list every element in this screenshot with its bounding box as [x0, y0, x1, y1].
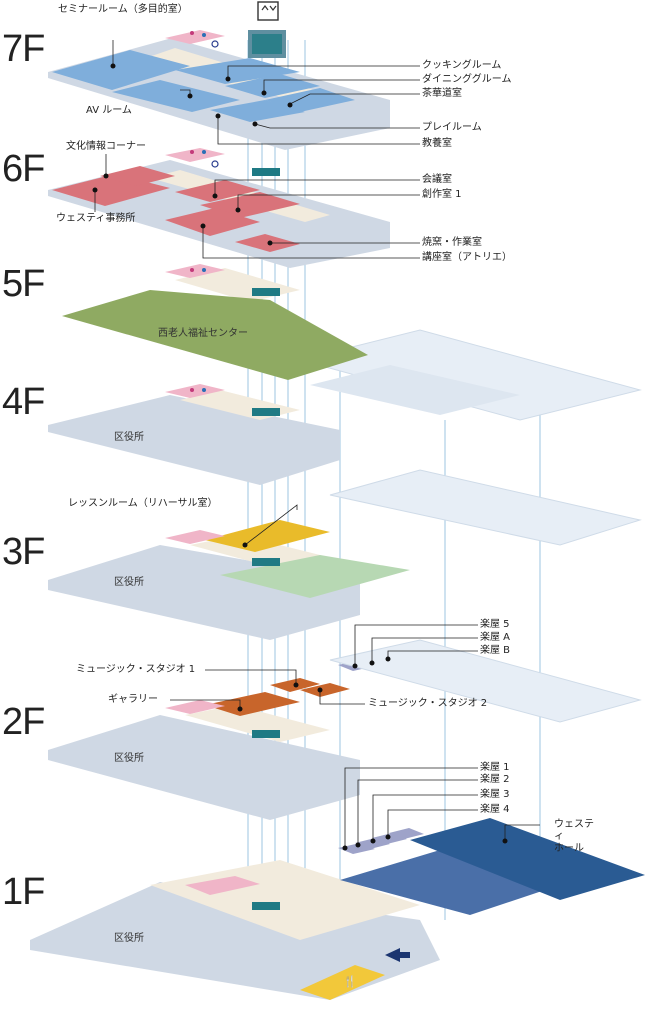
wc-2f — [165, 700, 225, 714]
room-studio-2[interactable] — [300, 683, 350, 697]
label-gakuya-b: 楽屋 B — [480, 645, 511, 656]
elevator-shaft-1f — [252, 902, 280, 910]
floor-2f-slab — [48, 715, 360, 820]
floor-4f-slab — [48, 395, 340, 485]
floor-1f: 🍴 — [30, 818, 645, 1000]
female-icon-6f — [190, 150, 194, 154]
label-ward-office-2f: 区役所 — [114, 753, 144, 764]
floor-4f-roof — [310, 365, 520, 415]
floor-4f — [48, 365, 520, 485]
label-kiln-room: 焼窯・作業室 — [422, 237, 482, 248]
floor-2f — [48, 639, 642, 820]
room-gakuya-4[interactable] — [389, 828, 424, 839]
elevator-shaft-7f — [252, 34, 282, 54]
room-meeting[interactable] — [175, 180, 260, 202]
floor-2f-light — [329, 639, 642, 723]
floor-label-6f: 6F — [2, 148, 45, 190]
wc-5f — [165, 264, 225, 278]
leader-lines — [94, 40, 540, 847]
label-studio-1: ミュージック・スタジオ 1 — [76, 664, 196, 675]
room-play[interactable] — [210, 100, 305, 122]
elevator-shaft-5f — [252, 288, 280, 296]
label-culture-room: 教養室 — [422, 138, 452, 149]
male-icon-6f — [202, 150, 206, 154]
label-gakuya-2: 楽屋 2 — [480, 774, 510, 785]
label-gakuya-5: 楽屋 5 — [480, 619, 510, 630]
restaurant-icon: 🍴 — [343, 975, 357, 988]
label-av-room: AV ルーム — [86, 105, 132, 116]
wheelchair-icon-6f — [211, 160, 219, 168]
elevator-shaft-2f — [252, 730, 280, 738]
floor-5f — [62, 264, 642, 421]
elevator-shaft-6f — [252, 168, 280, 176]
room-bunka[interactable] — [100, 166, 175, 186]
audience-seating — [340, 850, 560, 915]
label-play-room: プレイルーム — [422, 122, 482, 133]
label-create-room: 創作室 1 — [422, 189, 462, 200]
label-dining-room: ダイニンググルーム — [422, 74, 512, 85]
label-westy-office: ウェスティ事務所 — [56, 213, 136, 224]
entrance-arrow-icon[interactable] — [385, 948, 410, 962]
male-icon — [202, 33, 206, 37]
label-elderly-center: 西老人福祉センター — [158, 328, 248, 339]
floor-3f — [48, 469, 642, 671]
floor-label-7f: 7F — [2, 28, 45, 70]
label-gakuya-a: 楽屋 A — [480, 632, 511, 643]
male-icon-5f — [202, 268, 206, 272]
label-meeting-room: 会議室 — [422, 174, 452, 185]
wc-3f — [165, 530, 225, 544]
elevator-shaft-3f — [252, 558, 280, 566]
wc-6f — [165, 148, 225, 162]
room-elderly-center[interactable] — [62, 290, 368, 380]
label-gallery: ギャラリー — [108, 694, 158, 705]
floor-2f-corridor — [185, 705, 330, 742]
label-gakuya-4: 楽屋 4 — [480, 804, 510, 815]
elevator-shaft-4f — [252, 408, 280, 416]
label-cooking-room: クッキングルーム — [422, 60, 502, 71]
floor-6f-corridor — [150, 170, 330, 222]
elevator-icon-arrows — [261, 5, 277, 11]
floor-label-1f: 1F — [2, 871, 45, 913]
label-tea-room: 茶華道室 — [422, 88, 462, 99]
room-cooking[interactable] — [175, 58, 300, 84]
label-studio-2: ミュージック・スタジオ 2 — [368, 698, 488, 709]
room-gallery[interactable] — [205, 692, 300, 716]
room-lesson[interactable] — [205, 520, 330, 552]
male-icon-4f — [202, 388, 206, 392]
floor-label-5f: 5F — [2, 263, 45, 305]
floor-label-2f: 2F — [2, 701, 45, 743]
female-icon-5f — [190, 268, 194, 272]
label-westy-hall: ウェスティ ホール — [554, 819, 594, 854]
floor-6f — [48, 148, 390, 268]
label-lecture-room: 講座室（アトリエ） — [422, 252, 512, 263]
wc-7f — [165, 30, 225, 44]
floor-label-4f: 4F — [2, 381, 45, 423]
room-lecture[interactable] — [165, 208, 260, 236]
leader-dots — [92, 63, 508, 851]
floor-3f-light — [329, 469, 642, 546]
wc-1f — [185, 876, 260, 895]
label-bunka-corner: 文化情報コーナー — [66, 141, 146, 152]
label-gakuya-3: 楽屋 3 — [480, 789, 510, 800]
room-restaurant[interactable] — [300, 965, 385, 1000]
label-ward-office-4f: 区役所 — [114, 432, 144, 443]
label-gakuya-1: 楽屋 1 — [480, 762, 510, 773]
wc-4f — [165, 384, 225, 398]
room-seminar[interactable] — [52, 50, 190, 90]
label-ward-office-1f: 区役所 — [114, 933, 144, 944]
label-seminar-room: セミナールーム（多目的室） — [58, 4, 188, 15]
wheelchair-icon — [211, 40, 219, 48]
female-icon — [190, 31, 194, 35]
label-lesson-room: レッスンルーム（リハーサル室） — [68, 498, 218, 509]
room-av[interactable] — [112, 80, 240, 112]
floor-label-3f: 3F — [2, 531, 45, 573]
label-ward-office-3f: 区役所 — [114, 577, 144, 588]
elevator-icon — [257, 1, 279, 21]
female-icon-4f — [190, 388, 194, 392]
room-westy-hall[interactable] — [410, 818, 645, 900]
